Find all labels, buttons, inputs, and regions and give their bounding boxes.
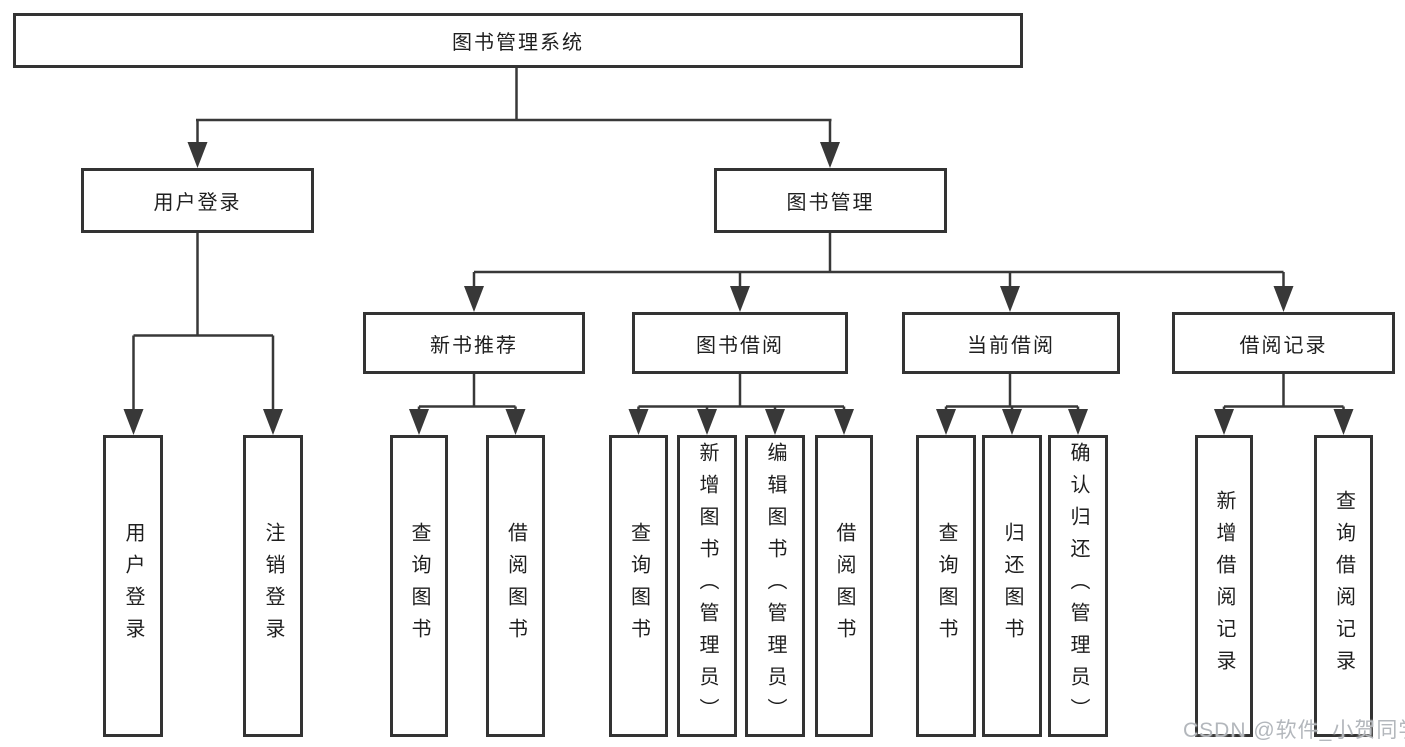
node-label: 新增借阅记录 (1213, 490, 1235, 682)
node-label: 归还图书 (1001, 522, 1023, 650)
node-label: 查询图书 (935, 522, 957, 650)
node-borrowing-records: 借阅记录 (1172, 312, 1395, 374)
node-label: 新增图书（管理员） (696, 442, 718, 730)
leaf-user-login: 用户登录 (103, 435, 163, 737)
csdn-watermark: CSDN @软件_小贺同学 (1183, 719, 1405, 742)
leaf-return-book: 归还图书 (982, 435, 1042, 737)
node-label: 图书管理 (786, 192, 875, 214)
node-new-book-recommend: 新书推荐 (363, 312, 585, 374)
node-book-borrowing: 图书借阅 (632, 312, 848, 374)
leaf-add-book-admin: 新增图书（管理员） (677, 435, 737, 737)
node-label: 用户登录 (153, 192, 242, 214)
node-label: 查询图书 (408, 522, 430, 650)
connector-root-to-level2 (187, 68, 840, 168)
connector-book-mgmt-to-level3 (464, 233, 1294, 312)
node-user-login: 用户登录 (81, 168, 314, 233)
leaf-query-borrow-record: 查询借阅记录 (1314, 435, 1373, 737)
leaf-edit-book-admin: 编辑图书（管理员） (745, 435, 805, 737)
leaf-confirm-return-admin: 确认归还（管理员） (1048, 435, 1108, 737)
leaf-borrow-books-borrowing: 借阅图书 (815, 435, 873, 737)
node-label: 查询图书 (627, 522, 650, 650)
node-label: 确认归还（管理员） (1067, 442, 1089, 730)
node-library-management-system: 图书管理系统 (13, 13, 1023, 68)
connector-level3-to-leaves (409, 374, 1354, 435)
leaf-query-books-borrowing: 查询图书 (609, 435, 668, 737)
leaf-borrow-books-recommend: 借阅图书 (486, 435, 545, 737)
node-book-management: 图书管理 (714, 168, 947, 233)
node-label: 编辑图书（管理员） (764, 442, 786, 730)
node-label: 用户登录 (122, 522, 144, 650)
leaf-logout: 注销登录 (243, 435, 303, 737)
node-current-borrowing: 当前借阅 (902, 312, 1120, 374)
node-label: 借阅图书 (504, 522, 527, 650)
node-label: 图书管理系统 (452, 32, 584, 54)
leaf-add-borrow-record: 新增借阅记录 (1195, 435, 1253, 737)
connector-user-login-to-leaves (123, 233, 283, 435)
node-label: 图书借阅 (696, 334, 784, 357)
node-label: 查询借阅记录 (1332, 490, 1355, 682)
node-label: 借阅记录 (1239, 334, 1328, 357)
leaf-query-books-recommend: 查询图书 (390, 435, 448, 737)
node-label: 注销登录 (262, 522, 284, 650)
node-label: 当前借阅 (967, 334, 1055, 357)
leaf-query-books-current: 查询图书 (916, 435, 976, 737)
node-label: 借阅图书 (833, 522, 855, 650)
node-label: 新书推荐 (430, 334, 518, 357)
